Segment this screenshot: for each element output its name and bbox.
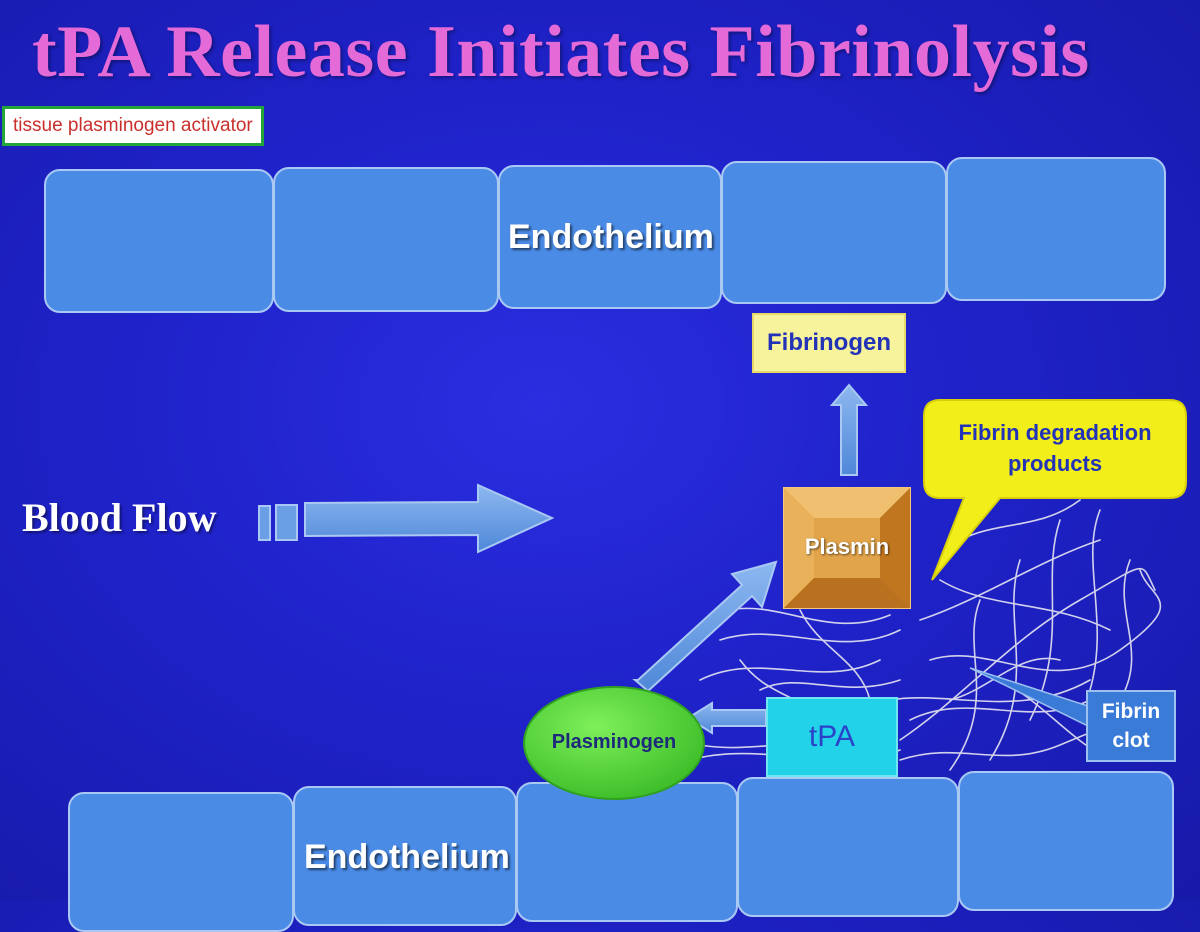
fibrin-clot-box: Fibrin clot	[1086, 690, 1176, 762]
fdp-speech-bubble	[923, 399, 1187, 581]
plasmin-block	[783, 487, 911, 609]
endothelium-cell	[498, 165, 722, 309]
endothelium-top-label: Endothelium	[508, 218, 714, 256]
plasmin-label: Plasmin	[804, 534, 890, 559]
plasminogen-ellipse	[523, 686, 705, 800]
endothelium-cell	[273, 167, 499, 312]
fdp-label-line2: products	[1007, 450, 1103, 476]
tpa-label: tPA	[808, 720, 856, 753]
plasmin-to-fibrinogen-arrow	[829, 383, 869, 476]
plasminogen-label: Plasminogen	[551, 731, 677, 753]
endothelium-cell	[946, 157, 1166, 301]
fibrinogen-label: Fibrinogen	[767, 329, 891, 356]
endothelium-cell	[958, 771, 1174, 911]
fibrin-clot-pointer	[969, 667, 1089, 728]
slide-title: tPA Release Initiates Fibrinolysis	[32, 11, 1090, 93]
endothelium-bottom-label: Endothelium	[304, 838, 510, 876]
blood-flow-arrow	[258, 483, 555, 554]
fibrin-clot-line2: clot	[1112, 729, 1150, 752]
fibrin-clot-line1: Fibrin	[1101, 699, 1161, 723]
diagram-graphics	[258, 383, 1187, 800]
fdp-label-line1: Fibrin degradation	[958, 420, 1152, 445]
plasminogen-to-plasmin-arrow	[632, 560, 778, 693]
endothelium-cell	[721, 161, 947, 304]
fibrinogen-box: Fibrinogen	[752, 313, 906, 373]
tpa-box: tPA	[766, 697, 898, 777]
blood-flow-label: Blood Flow	[22, 495, 217, 540]
tpa-definition-label: tissue plasminogen activator	[2, 106, 264, 146]
fdp-label: Fibrin degradation products	[930, 418, 1180, 480]
